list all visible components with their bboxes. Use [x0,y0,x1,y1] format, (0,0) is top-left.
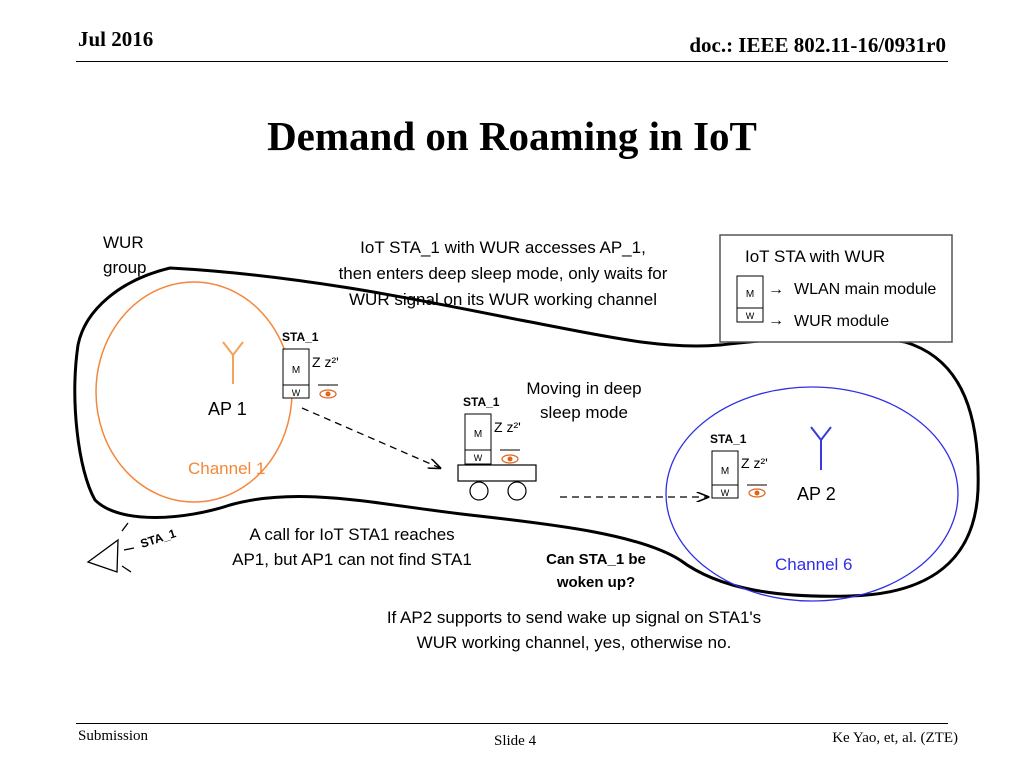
answer-line: WUR working channel, yes, otherwise no. [417,633,732,652]
sta1-w-letter: W [292,388,301,398]
sta1-m-letter: M [721,466,729,477]
footer-slide-number: Slide 4 [494,733,537,749]
header-date: Jul 2016 [78,27,154,51]
legend-m-box [736,275,764,311]
sleep-zzz-icon: Z z²' [741,455,768,471]
top-note-line: IoT STA_1 with WUR accesses AP_1, [360,238,646,257]
ap1-antenna-icon [222,341,244,384]
sta1-device-moving [464,413,492,465]
legend-w-letter: W [746,311,755,321]
move-arrow-1 [301,407,440,468]
header-rule [76,61,948,62]
eye-icon [747,484,767,498]
call-sta-label: STA_1 [139,526,178,551]
ap1-label: AP 1 [208,399,247,419]
question-line: woken up? [556,574,635,591]
legend-title: IoT STA with WUR [745,247,885,266]
legend-m-letter: M [746,289,754,300]
moving-note-line: sleep mode [540,403,628,422]
top-note-line: then enters deep sleep mode, only waits … [339,264,668,283]
sleep-zzz-icon: Z z²' [494,419,521,435]
sta1-label-ap1: STA_1 [282,330,319,344]
wur-group-label: group [103,258,146,277]
channel6-label: Channel 6 [775,555,853,574]
sta1-device-ap1 [282,348,310,399]
wur-group-label: WUR [103,233,144,252]
sta1-label-moving: STA_1 [463,395,500,409]
sta1-label-ap2: STA_1 [710,432,747,446]
ap2-antenna-icon [810,426,832,470]
channel1-label: Channel 1 [188,459,266,478]
sleep-zzz-icon: Z z²' [312,354,339,370]
answer-line: If AP2 supports to send wake up signal o… [387,608,761,627]
call-note-line: A call for IoT STA1 reaches [249,525,454,544]
sta1-w-letter: W [721,488,730,498]
legend-m-text: WLAN main module [794,281,936,298]
call-signal-icon [86,522,135,573]
eye-icon [318,384,338,399]
sta1-device-ap2 [711,450,739,499]
eye-icon [500,449,520,464]
channel6-coverage [665,386,959,602]
ap2-label: AP 2 [797,484,836,504]
legend-w-box [736,307,764,323]
legend-box: IoT STA with WUR M W → → WLAN main modul… [719,234,953,343]
wur-group-outline [73,266,980,598]
slide-title: Demand on Roaming in IoT [267,113,757,159]
header-doc-id: doc.: IEEE 802.11-16/0931r0 [689,33,946,57]
sta1-m-letter: M [292,365,300,376]
sta1-m-letter: M [474,429,482,440]
cart-icon [457,464,537,501]
call-note-line: AP1, but AP1 can not find STA1 [232,550,472,569]
top-note-line: WUR signal on its WUR working channel [349,290,657,309]
question-line: Can STA_1 be [546,551,646,568]
moving-note-line: Moving in deep [526,379,641,398]
footer-rule [76,723,948,724]
sta1-w-letter: W [474,453,483,463]
footer-author: Ke Yao, et, al. (ZTE) [832,730,958,746]
legend-w-text: WUR module [794,313,889,330]
footer-submission: Submission [78,728,149,744]
legend-arrow-icon: → [768,312,784,329]
legend-arrow-icon: → [768,281,784,298]
